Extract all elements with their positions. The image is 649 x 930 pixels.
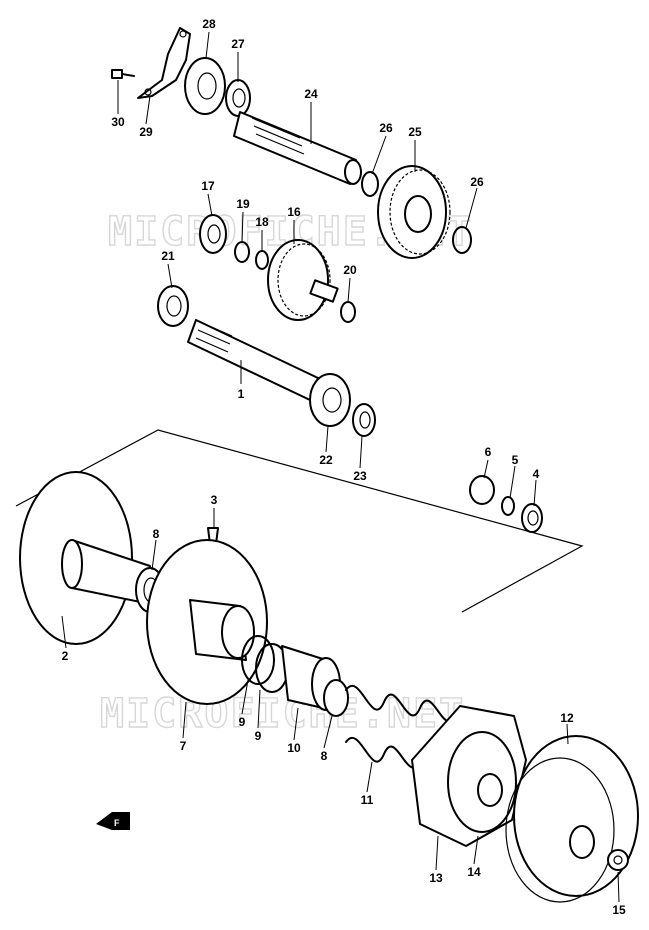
- callout-15: 15: [612, 903, 626, 917]
- bracket-hole: [179, 30, 187, 38]
- bearing: [199, 214, 227, 254]
- drive-shaft-helical: [195, 321, 233, 353]
- seal-ring: [241, 635, 275, 685]
- washer: [340, 301, 356, 323]
- callout-3: 3: [211, 493, 218, 507]
- bolt-shank: [121, 73, 135, 77]
- oil-seal: [352, 403, 376, 437]
- assembly-boundary: [15, 429, 584, 613]
- callout-26-top: 26: [379, 121, 393, 135]
- callout-10: 10: [287, 741, 301, 755]
- callout-13: 13: [429, 871, 443, 885]
- callout-7: 7: [180, 739, 187, 753]
- callout-5: 5: [512, 453, 519, 467]
- callout-9-second: 9: [255, 729, 262, 743]
- clutch-spring: [345, 685, 457, 723]
- callout-21: 21: [161, 249, 175, 263]
- clutch-housing: [513, 735, 639, 897]
- callout-8-upper: 8: [153, 527, 160, 541]
- oil-seal-bore: [359, 411, 371, 429]
- clutch-housing-face: [505, 757, 615, 903]
- callout-6: 6: [485, 445, 492, 459]
- needle-bearing: [469, 475, 495, 505]
- callout-28: 28: [202, 17, 216, 31]
- callout-16: 16: [287, 205, 301, 219]
- oil-seal-bore: [232, 88, 246, 108]
- callout-22: 22: [319, 453, 333, 467]
- callout-17: 17: [201, 179, 215, 193]
- bracket-hole: [144, 88, 152, 96]
- callout-29: 29: [139, 125, 153, 139]
- drive-shaft: [187, 319, 319, 401]
- gear: [267, 239, 329, 321]
- nut: [607, 849, 629, 871]
- bearing: [309, 373, 351, 427]
- circlip: [501, 496, 515, 516]
- bearing-bore: [322, 387, 342, 413]
- callout-8-lower: 8: [321, 749, 328, 763]
- callout-25: 25: [408, 125, 422, 139]
- sheave-hub-end: [61, 539, 83, 589]
- bearing-bore: [207, 224, 221, 244]
- callout-23: 23: [353, 469, 367, 483]
- shaft-splines: [251, 117, 305, 155]
- callout-12: 12: [560, 711, 574, 725]
- callout-26-right: 26: [470, 175, 484, 189]
- callout-18: 18: [255, 215, 269, 229]
- oil-seal-bore: [527, 510, 539, 526]
- callout-1: 1: [238, 387, 245, 401]
- clutch-spring-lower: [345, 737, 421, 769]
- nut-bore: [613, 855, 623, 865]
- circlip: [361, 171, 379, 197]
- oil-seal: [521, 503, 543, 533]
- leader-lines: [61, 31, 620, 903]
- bearing: [184, 57, 226, 115]
- callout-9-first: 9: [239, 715, 246, 729]
- bearing-bore: [197, 72, 217, 100]
- bearing: [157, 285, 189, 327]
- gear-hub: [404, 195, 432, 233]
- gear-teeth: [277, 243, 331, 317]
- callout-27: 27: [231, 37, 245, 51]
- movable-sheave-bore: [221, 605, 255, 659]
- callout-4: 4: [533, 467, 540, 481]
- shaft: [233, 111, 357, 185]
- oil-seal: [225, 79, 251, 117]
- callout-30: 30: [111, 115, 125, 129]
- callout-19: 19: [236, 197, 250, 211]
- bracket: [137, 27, 191, 99]
- gear-teeth: [389, 169, 451, 255]
- callout-2: 2: [62, 649, 69, 663]
- clutch-housing-hub: [569, 825, 595, 859]
- callout-24: 24: [304, 87, 318, 101]
- front-arrow-label: F: [114, 818, 120, 828]
- callout-20: 20: [343, 263, 357, 277]
- clutch-bore: [477, 773, 503, 807]
- bolt: [111, 69, 123, 79]
- watermark-lower: MICROFICHE.NET: [100, 691, 465, 737]
- callout-14: 14: [467, 865, 481, 879]
- callout-11: 11: [361, 793, 374, 807]
- front-arrow-icon: F: [96, 812, 130, 830]
- shaft-end: [344, 159, 362, 185]
- oil-seal: [323, 679, 349, 717]
- bearing-bore: [166, 295, 182, 317]
- circlip: [452, 226, 472, 254]
- gear-boss: [309, 279, 339, 303]
